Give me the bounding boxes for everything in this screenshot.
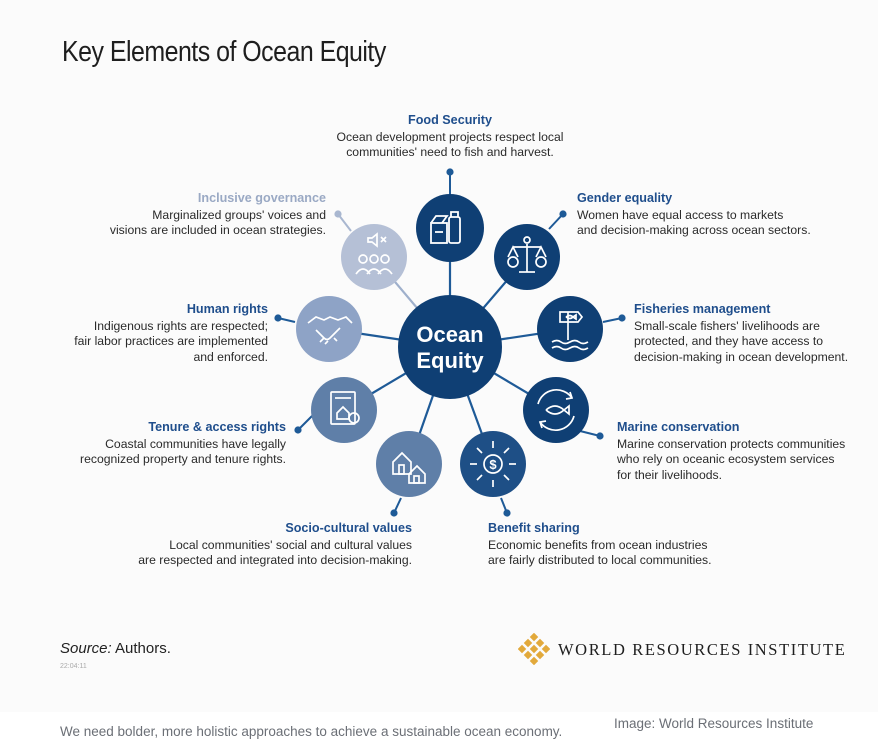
fish-sign-waves-icon [537,296,603,362]
label-tenure-access-rights: Tenure & access rights Coastal communiti… [80,420,286,467]
timestamp: 22:04:11 [60,663,87,670]
property-deed-icon [311,377,377,443]
label-socio-cultural-values: Socio-cultural values Local communities'… [138,521,412,568]
wri-logo-text: WORLD RESOURCES INSTITUTE [558,640,847,659]
label-gender-equality: Gender equality Women have equal access … [577,191,811,238]
balance-scale-people-icon [494,224,560,290]
group-voices-icon [341,224,407,290]
handshake-icon [296,296,362,362]
center-label-line2: Equity [416,348,484,373]
label-food-security: Food Security Ocean development projects… [336,113,564,160]
label-connectors [274,168,626,517]
ocean-equity-diagram: Ocean Equity [274,168,626,517]
houses-icon [376,431,442,497]
label-inclusive-governance: Inclusive governance Marginalized groups… [109,191,326,238]
food-packages-icon [416,194,484,262]
label-benefit-sharing: Benefit sharing Economic benefits from o… [488,521,712,568]
image-caption: We need bolder, more holistic approaches… [60,724,563,739]
source-note: Source: Authors. [60,640,171,657]
image-credit: Image: World Resources Institute [614,716,814,731]
fish-cycle-icon [523,377,589,443]
svg-text:$: $ [489,457,497,472]
label-human-rights: Human rights Indigenous rights are respe… [74,302,268,364]
dollar-distribution-icon: $ [460,431,526,497]
center-circle [398,295,502,399]
label-fisheries-management: Fisheries management Small-scale fishers… [634,302,849,364]
page-title: Key Elements of Ocean Equity [62,36,386,68]
wri-logo-icon [518,633,550,665]
label-marine-conservation: Marine conservation Marine conservation … [617,420,846,482]
center-label-line1: Ocean [416,322,483,347]
